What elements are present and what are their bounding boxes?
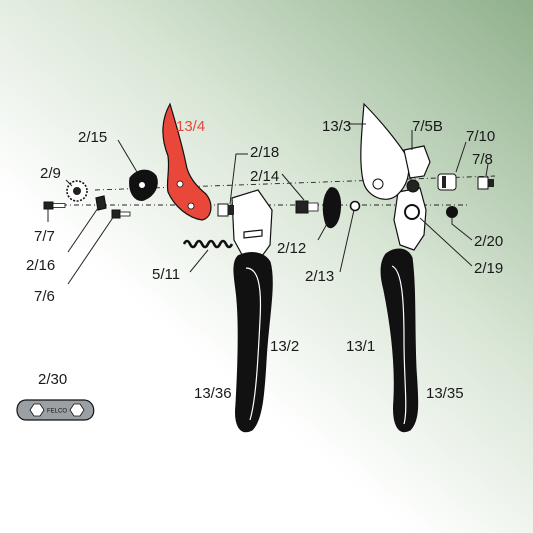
part-13-4-hole-top — [176, 180, 184, 188]
leader-2-15 — [117, 139, 138, 173]
part-2-15-cam-hole — [139, 182, 145, 188]
part-13-1-handle — [380, 187, 427, 433]
part-13-4-hole-bottom — [187, 202, 195, 210]
label-13-1: 13/1 — [346, 338, 375, 355]
label-7-6: 7/6 — [34, 288, 55, 305]
part-7-10-nut — [437, 173, 457, 191]
part-13-2-handle — [231, 189, 273, 433]
part-2-13-washer — [349, 200, 361, 212]
label-2-20: 2/20 — [474, 233, 503, 250]
label-7-8: 7/8 — [472, 151, 493, 168]
label-13-4: 13/4 — [176, 118, 205, 135]
label-13-3: 13/3 — [322, 118, 351, 135]
label-7-7: 7/7 — [34, 228, 55, 245]
label-2-30: 2/30 — [38, 371, 67, 388]
part-2-9-gear-center — [73, 187, 81, 195]
label-13-2: 13/2 — [270, 338, 299, 355]
part-2-19-washer — [404, 204, 420, 220]
label-2-15: 2/15 — [78, 129, 107, 146]
leader-2-13 — [339, 209, 355, 273]
part-13-4-anvil-blade — [162, 102, 212, 221]
part-2-20-nut — [446, 206, 458, 218]
leader-2-16 — [67, 207, 99, 253]
part-2-18-nut — [217, 203, 234, 217]
part-7-6-screw — [111, 209, 131, 219]
part-13-3-blade — [360, 102, 410, 200]
label-7-10: 7/10 — [466, 128, 495, 145]
label-2-12: 2/12 — [277, 240, 306, 257]
part-7-7-bolt — [43, 201, 66, 210]
label-7-5b: 7/5B — [412, 118, 443, 135]
part-2-12-plate — [322, 187, 342, 229]
leader-7-8 — [485, 163, 489, 177]
leader-2-20 — [451, 218, 473, 241]
label-5-11: 5/11 — [152, 266, 180, 283]
part-7-8-bolt — [477, 176, 494, 190]
wrench-hex-left — [29, 403, 45, 417]
wrench-brand-mark: FELCO — [47, 409, 67, 415]
part-7-5b-spring — [403, 145, 431, 179]
label-2-9: 2/9 — [40, 165, 61, 182]
label-2-19: 2/19 — [474, 260, 503, 277]
leader-5-11 — [189, 249, 209, 273]
part-2-16-washer — [95, 195, 107, 211]
part-7-5b-nut — [406, 179, 420, 193]
leader-2-14 — [281, 173, 305, 201]
label-2-14: 2/14 — [250, 168, 279, 185]
leader-2-18 — [229, 153, 248, 205]
leader-7-10 — [455, 141, 467, 173]
leader-2-19 — [419, 217, 473, 267]
label-2-16: 2/16 — [26, 257, 55, 274]
label-13-36: 13/36 — [194, 385, 232, 402]
part-13-3-pivot-hole — [372, 178, 384, 190]
label-2-13: 2/13 — [305, 268, 334, 285]
label-13-35: 13/35 — [426, 385, 464, 402]
leader-2-9 — [65, 179, 73, 187]
assembly-axis-upper — [94, 175, 496, 191]
label-2-18: 2/18 — [250, 144, 279, 161]
leader-7-6 — [67, 215, 115, 285]
leader-2-12 — [317, 221, 329, 241]
part-2-14-bolt — [295, 200, 319, 214]
wrench-hex-right — [69, 403, 85, 417]
part-5-11-spring — [182, 239, 234, 249]
part-2-30-wrench: FELCO — [16, 399, 95, 421]
